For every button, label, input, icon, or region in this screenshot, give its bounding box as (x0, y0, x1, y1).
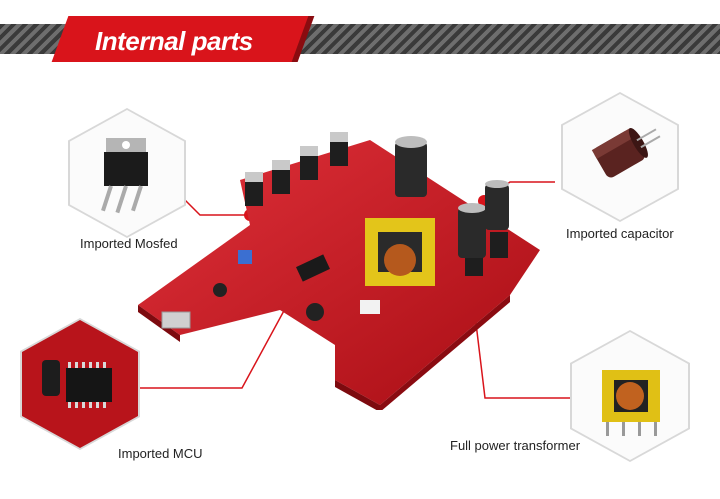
mosfet-hexagon (68, 108, 186, 238)
transformer-label: Full power transformer (450, 438, 581, 453)
capacitor-label: Imported capacitor (566, 226, 674, 241)
capacitor-hexagon (561, 92, 679, 222)
mcu-chip-icon (42, 360, 112, 408)
header-banner: Internal parts (0, 16, 720, 62)
transformer-icon (602, 370, 660, 436)
capacitor-icon (591, 127, 661, 178)
mosfet-icon (101, 138, 148, 214)
page-title: Internal parts (95, 26, 253, 56)
mcu-label: Imported MCU (118, 446, 203, 461)
mosfet-label: Imported Mosfed (80, 236, 178, 251)
mcu-hexagon (20, 318, 140, 450)
pcb-board-image (138, 132, 540, 410)
transformer-hexagon (570, 330, 690, 462)
